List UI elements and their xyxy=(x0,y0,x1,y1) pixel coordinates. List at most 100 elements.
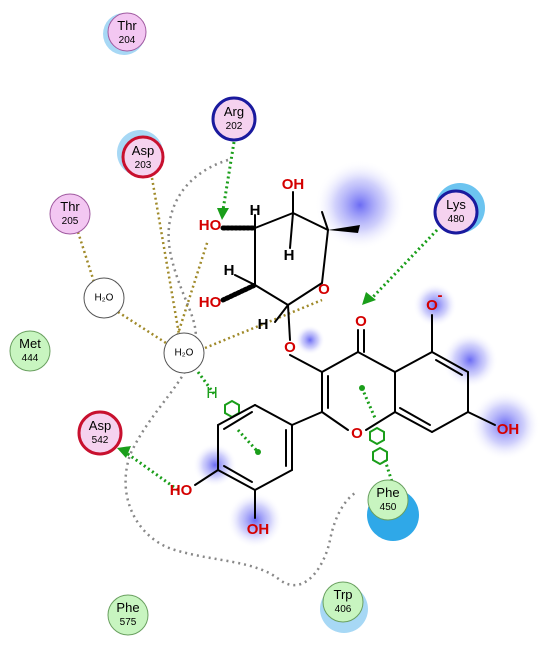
water-bridge-line xyxy=(76,231,97,286)
bond xyxy=(292,212,329,231)
arrow-heads xyxy=(117,208,376,458)
water-label: H₂O xyxy=(175,348,194,359)
residue-number: 575 xyxy=(120,617,137,628)
residue-circle xyxy=(107,12,147,52)
pi-ring-icon xyxy=(372,446,388,466)
residue-name: Asp xyxy=(89,418,111,433)
bond xyxy=(365,411,396,431)
bond xyxy=(217,469,256,491)
bond xyxy=(394,411,433,433)
arrowhead-asp542 xyxy=(117,446,131,458)
hbond-lys480 xyxy=(370,228,439,300)
exposure-blob xyxy=(442,332,498,388)
water-w2: H₂O xyxy=(163,332,205,374)
residue-thr204: Thr 204 xyxy=(103,12,147,55)
bond xyxy=(289,354,323,373)
residue-lys480: Lys 480 xyxy=(433,183,485,235)
atom-o-glycosidic: O xyxy=(284,339,296,356)
bond xyxy=(431,411,469,433)
arrowhead-arg202 xyxy=(217,208,229,220)
residue-number: 406 xyxy=(335,604,352,615)
residue-name: Asp xyxy=(132,143,154,158)
residue-circle xyxy=(322,581,364,623)
atom-o-ring: O xyxy=(318,281,330,298)
residue-name: Lys xyxy=(446,197,466,212)
pocket-contour xyxy=(124,158,356,587)
bond xyxy=(291,411,323,426)
atom-h: H xyxy=(258,316,269,333)
water-label: H₂O xyxy=(95,293,114,304)
arrowhead-lys480 xyxy=(362,292,376,305)
residue-name: Phe xyxy=(116,600,139,615)
residue-number: 203 xyxy=(135,160,152,171)
bond xyxy=(287,282,323,306)
atom-h: H xyxy=(250,202,261,219)
exposure-blob xyxy=(193,443,237,487)
bond xyxy=(254,469,293,491)
residue-number: 542 xyxy=(92,435,109,446)
ring-centroids xyxy=(255,385,365,455)
atom-ho-catechol: HO xyxy=(170,482,193,499)
centroid-dot xyxy=(359,385,365,391)
residue-circle xyxy=(367,479,409,521)
bond xyxy=(399,407,431,426)
bond xyxy=(435,359,463,376)
residue-name: Phe xyxy=(376,485,399,500)
bond xyxy=(321,211,329,231)
ligand-bonds xyxy=(194,191,496,519)
residue-arg202: Arg 202 xyxy=(211,96,257,142)
hashed-bond xyxy=(220,282,258,303)
bond xyxy=(217,404,256,426)
residue-circle xyxy=(107,594,149,636)
residue-phe450: Phe 450 xyxy=(367,479,419,541)
residue-met444: Met 444 xyxy=(9,330,51,372)
residue-thr205: Thr 205 xyxy=(49,193,91,235)
h-label-pi: H xyxy=(206,385,218,402)
bond xyxy=(254,284,289,306)
residue-name: Thr xyxy=(60,199,80,214)
exposure-blob xyxy=(295,325,325,355)
residue-name: Trp xyxy=(333,587,352,602)
exposure-blob xyxy=(470,390,540,460)
bond xyxy=(274,304,289,323)
bond xyxy=(223,411,253,430)
residue-number: 202 xyxy=(226,121,243,132)
bond xyxy=(321,411,349,431)
bond xyxy=(431,351,469,373)
residue-asp203: Asp 203 xyxy=(117,130,165,179)
residue-circle xyxy=(77,410,123,456)
water-bridge-line xyxy=(204,298,323,350)
hbond-arg202 xyxy=(221,141,236,211)
bond xyxy=(321,351,359,373)
water-circle xyxy=(163,332,205,374)
atom-oh-sugar-top: OH xyxy=(282,176,305,193)
residue-number: 444 xyxy=(22,353,39,364)
atom-h: H xyxy=(224,262,235,279)
bond xyxy=(467,411,496,426)
residue-number: 480 xyxy=(448,214,465,225)
exposure-blob xyxy=(413,283,457,327)
residue-name: Met xyxy=(19,336,41,351)
bond xyxy=(194,469,219,486)
atom-h: H xyxy=(284,247,295,264)
residue-circle xyxy=(433,189,479,235)
bond xyxy=(287,304,291,341)
bond xyxy=(234,274,256,286)
solvent-exposure-regions xyxy=(193,160,540,548)
pi-ring-icon xyxy=(369,426,385,446)
water-w1: H₂O xyxy=(83,277,125,319)
bond xyxy=(289,212,294,249)
residue-name: Thr xyxy=(117,18,137,33)
bond xyxy=(254,212,294,229)
water-bridge-line xyxy=(174,239,210,341)
bond xyxy=(254,404,293,426)
atom-ho-sugar-bottom: HO xyxy=(199,294,222,311)
water-bridge-line xyxy=(150,177,182,341)
exposure-blob xyxy=(227,492,283,548)
residue-circle xyxy=(9,330,51,372)
residue-number: 450 xyxy=(380,502,397,513)
residue-phe575: Phe 575 xyxy=(107,594,149,636)
wedge-bond xyxy=(328,225,360,233)
bond xyxy=(321,229,329,284)
